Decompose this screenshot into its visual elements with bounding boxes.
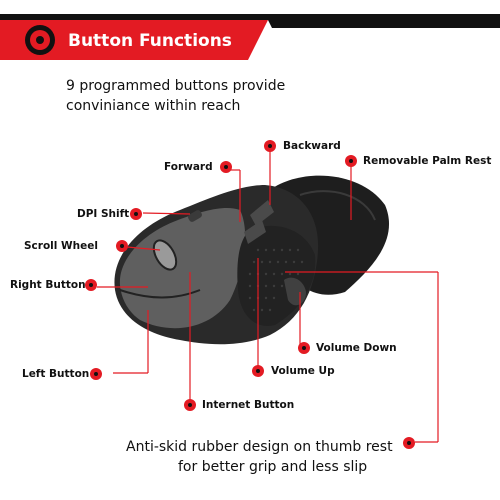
footer-line-1: Anti-skid rubber design on thumb rest bbox=[126, 439, 393, 455]
marker-scroll-icon bbox=[116, 240, 128, 252]
scroll-wheel-shape bbox=[152, 239, 178, 271]
marker-dpi-icon bbox=[130, 208, 142, 220]
label-right-button: Right Button bbox=[10, 279, 86, 291]
marker-internet-icon bbox=[184, 399, 196, 411]
mouse-top-shell bbox=[119, 208, 246, 329]
marker-left-button-icon bbox=[90, 368, 102, 380]
marker-volume-down-icon bbox=[298, 342, 310, 354]
header-banner bbox=[0, 14, 500, 60]
label-removable-palm-rest: Removable Palm Rest bbox=[363, 155, 492, 167]
label-internet-button: Internet Button bbox=[202, 399, 295, 411]
callout-markers bbox=[85, 140, 415, 449]
label-forward: Forward bbox=[164, 161, 213, 173]
label-dpi-shift: DPI Shift bbox=[77, 208, 130, 220]
label-volume-down: Volume Down bbox=[316, 342, 397, 354]
intro-text: 9 programmed buttons provide conviniance… bbox=[66, 76, 285, 116]
page-title: Button Functions bbox=[68, 31, 232, 51]
footer-line-2: for better grip and less slip bbox=[178, 459, 368, 475]
intro-line-1: 9 programmed buttons provide bbox=[66, 78, 286, 94]
marker-forward-icon bbox=[220, 161, 232, 173]
label-volume-up: Volume Up bbox=[271, 365, 335, 377]
target-icon bbox=[25, 25, 55, 55]
marker-volume-up-icon bbox=[252, 365, 264, 377]
label-left-button: Left Button bbox=[22, 368, 90, 380]
side-button-shape bbox=[250, 200, 274, 226]
marker-anti-skid-icon bbox=[403, 437, 415, 449]
intro-line-2: conviniance within reach bbox=[66, 98, 241, 114]
marker-palm-rest-icon bbox=[345, 155, 357, 167]
label-backward: Backward bbox=[283, 140, 341, 152]
anti-skid-caption: Anti-skid rubber design on thumb rest fo… bbox=[126, 437, 394, 477]
label-scroll-wheel: Scroll Wheel bbox=[24, 240, 98, 252]
marker-backward-icon bbox=[264, 140, 276, 152]
marker-right-button-icon bbox=[85, 279, 97, 291]
